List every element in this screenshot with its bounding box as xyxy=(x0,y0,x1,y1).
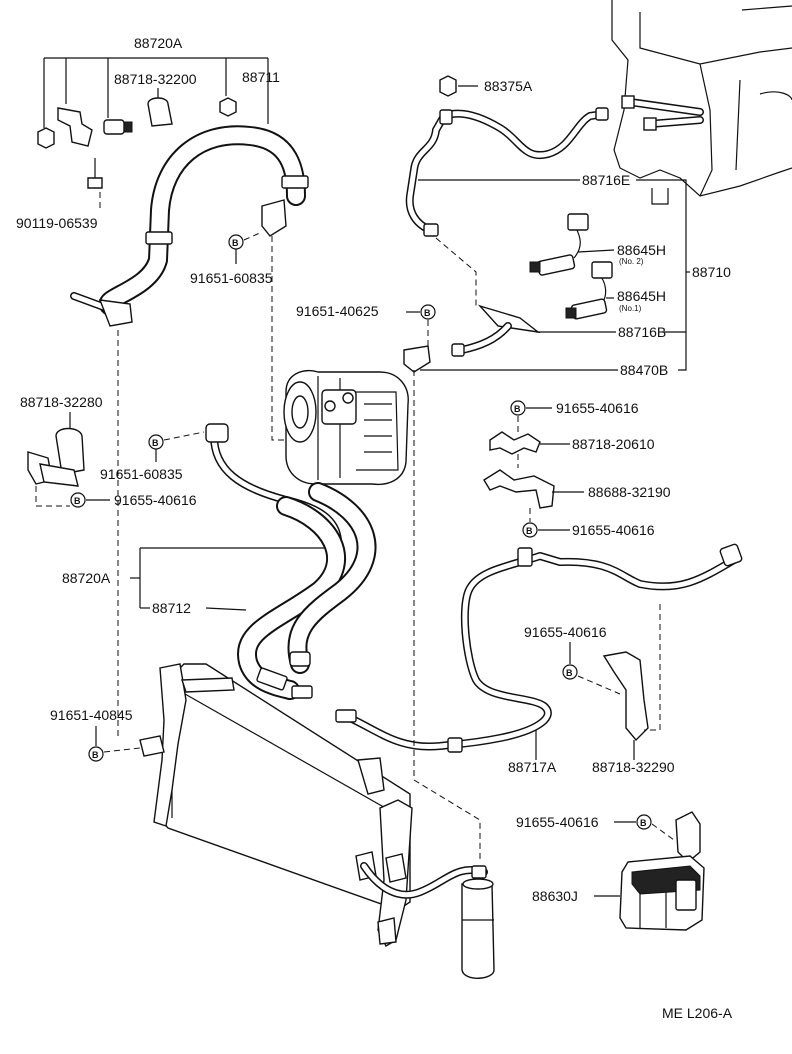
svg-text:B: B xyxy=(566,668,573,678)
pressure-switch-no1 xyxy=(565,261,614,320)
label-88712: 88712 xyxy=(152,600,191,616)
bracket-88718-32280 xyxy=(27,427,85,487)
label-88720A-mid: 88720A xyxy=(62,570,111,586)
bolt-mark-91651-60835-top: B xyxy=(228,234,244,250)
label-88375A: 88375A xyxy=(484,78,533,94)
bolt-mark-91651-40625: B xyxy=(420,304,436,320)
label-no1: (No.1) xyxy=(619,304,642,313)
label-91651-40625: 91651-40625 xyxy=(296,303,379,319)
bracket-88688-32190 xyxy=(483,469,555,509)
receiver-drier xyxy=(360,862,495,979)
label-88718-32280: 88718-32280 xyxy=(20,394,103,410)
nut-icon xyxy=(219,97,237,117)
label-91655-40616-r2: 91655-40616 xyxy=(572,522,655,538)
label-88718-32290: 88718-32290 xyxy=(592,759,675,775)
label-91655-40616-r3: 91655-40616 xyxy=(524,624,607,640)
label-group-88720A-top: 88720A 88718-32200 88711 90119-06539 xyxy=(16,35,280,231)
pipe-88716E xyxy=(405,107,609,237)
bolt-mark-91651-60835-mid: B xyxy=(148,434,164,450)
bolt-icon xyxy=(87,177,103,189)
label-88717A: 88717A xyxy=(508,759,557,775)
label-88470B: 88470B xyxy=(620,362,668,378)
label-88710: 88710 xyxy=(692,264,731,280)
bracket-88630J xyxy=(619,811,705,931)
diagram-reference-id: ME L206-A xyxy=(662,1005,733,1021)
bracket-88718-32290 xyxy=(602,651,649,742)
compressor xyxy=(283,369,409,486)
condenser xyxy=(139,663,413,947)
label-91655-40616-left: 91655-40616 xyxy=(114,492,197,508)
label-no2: (No. 2) xyxy=(619,257,644,266)
nut-icon xyxy=(37,127,55,149)
small-fittings-top-left xyxy=(37,97,237,189)
label-91651-40845: 91651-40845 xyxy=(50,707,133,723)
label-91651-60835-top: 91651-60835 xyxy=(190,270,273,286)
bolt-mark-91655-40616-left: B xyxy=(70,492,86,508)
hose-88712 xyxy=(237,482,377,700)
label-88688-32190: 88688-32190 xyxy=(588,484,671,500)
label-88720A-top: 88720A xyxy=(134,35,183,51)
svg-text:B: B xyxy=(92,750,99,760)
clamp-88718-20610 xyxy=(489,431,541,455)
label-88630J: 88630J xyxy=(532,888,578,904)
bolt-mark-91651-40845: B xyxy=(88,746,104,762)
bolt-mark-91655-40616-r2: B xyxy=(522,522,538,538)
svg-text:B: B xyxy=(526,526,533,536)
label-88645H-no2: 88645H xyxy=(617,242,666,258)
bolt-mark-91655-40616-r4: B xyxy=(636,814,652,830)
liquid-tube-88717A xyxy=(335,543,743,753)
label-91651-60835-mid: 91651-60835 xyxy=(100,466,183,482)
label-88711: 88711 xyxy=(242,69,280,85)
label-88716B: 88716B xyxy=(618,324,666,340)
label-91655-40616-r1: 91655-40616 xyxy=(556,400,639,416)
bolt-mark-91655-40616-r1: B xyxy=(510,400,526,416)
svg-text:B: B xyxy=(640,818,647,828)
label-88718-20610: 88718-20610 xyxy=(572,436,655,452)
label-91655-40616-r4: 91655-40616 xyxy=(516,814,599,830)
label-90119-06539: 90119-06539 xyxy=(16,215,98,231)
pressure-switch-no2 xyxy=(529,213,615,276)
bracket-icon xyxy=(57,107,93,147)
bolt-mark-91655-40616-r3: B xyxy=(562,664,578,680)
clamp-88470B xyxy=(403,345,431,373)
label-88645H-no1: 88645H xyxy=(617,288,666,304)
label-88718-32200: 88718-32200 xyxy=(114,71,197,87)
svg-text:B: B xyxy=(514,404,521,414)
svg-text:B: B xyxy=(232,238,239,248)
svg-text:B: B xyxy=(74,496,81,506)
svg-text:B: B xyxy=(424,308,431,318)
engine-block-outline xyxy=(611,0,792,205)
engine-fitting-pipe xyxy=(621,95,704,131)
tube-88716B xyxy=(435,237,541,357)
pressure-switch-icon xyxy=(103,119,125,135)
svg-text:B: B xyxy=(152,438,159,448)
clamp-icon xyxy=(147,97,173,127)
label-88716E: 88716E xyxy=(582,172,630,188)
discharge-hose-88711 xyxy=(70,125,309,327)
cap-88375A: 88375A xyxy=(439,75,533,97)
